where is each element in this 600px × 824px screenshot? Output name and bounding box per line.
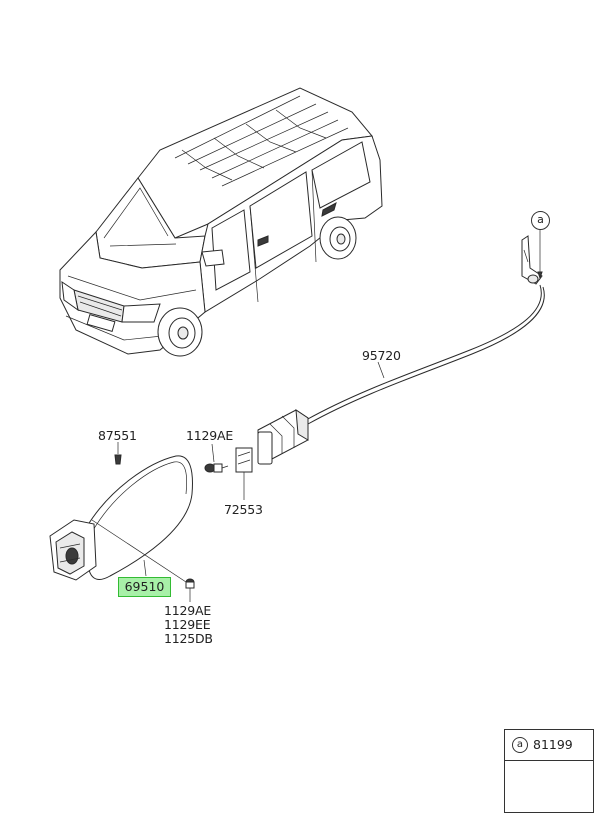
label-1129ae: 1129AE — [164, 603, 212, 618]
label-95720: 95720 — [362, 348, 401, 363]
legend-code-81199: 81199 — [533, 737, 573, 752]
callout-a: a — [531, 211, 550, 230]
label-1125db: 1125DB — [164, 631, 213, 646]
label-1129ae-top: 1129AE — [186, 428, 234, 443]
label-69510-highlighted[interactable]: 69510 — [118, 577, 171, 597]
legend-header: a 81199 — [505, 730, 593, 761]
cable-bracket — [521, 228, 543, 285]
label-87551: 87551 — [98, 428, 137, 443]
fuel-filler-door — [49, 442, 195, 602]
legend-letter: a — [512, 737, 528, 753]
release-cable — [305, 284, 545, 425]
legend-box: a 81199 — [504, 729, 594, 813]
label-1129ee: 1129EE — [164, 617, 211, 632]
screw-1129ae-top — [204, 443, 229, 473]
label-72553: 72553 — [224, 502, 263, 517]
cable-latch — [235, 409, 309, 500]
van-illustration — [59, 87, 383, 357]
